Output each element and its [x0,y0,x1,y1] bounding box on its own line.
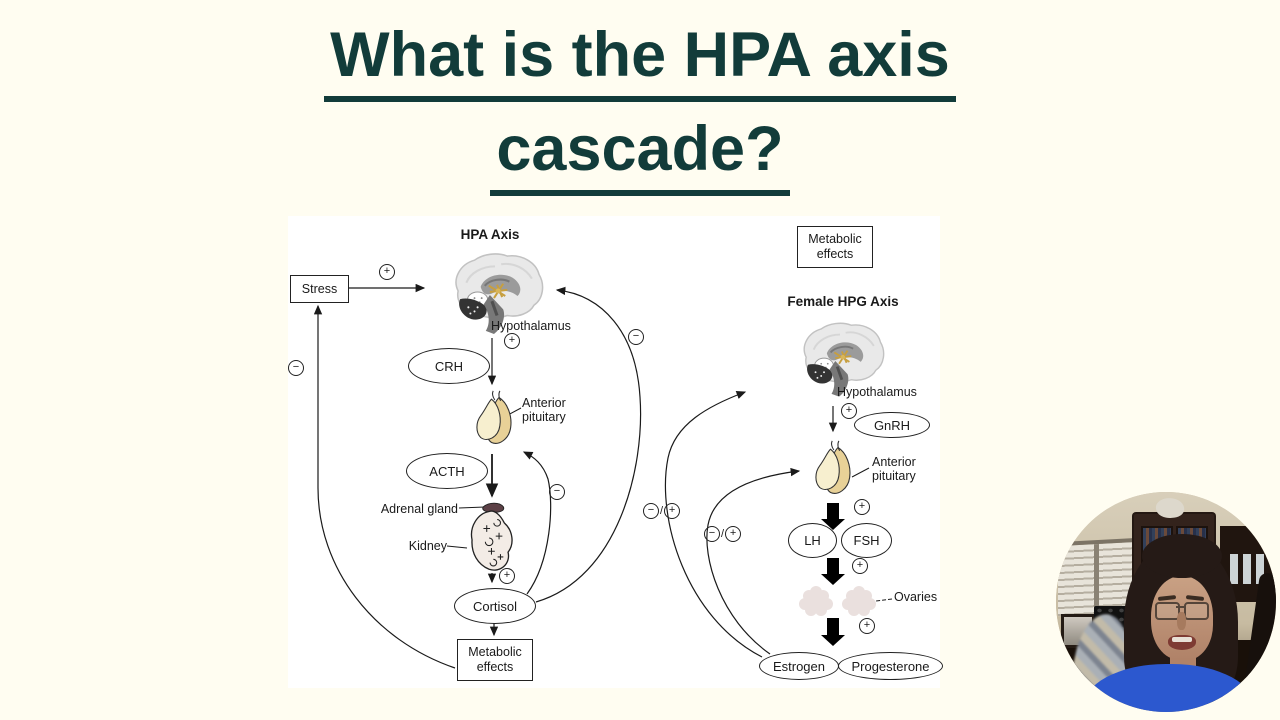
pituitary-illustration-hpa [476,390,512,444]
adrenal-gland-label: Adrenal gland [380,502,458,516]
plus-sign: + [504,333,520,349]
progesterone-ellipse: Progesterone [838,652,943,680]
presenter-mouth [1168,635,1196,650]
fsh-ellipse: FSH [841,523,892,558]
anterior-pituitary-label-hpg: Anterior pituitary [872,455,916,484]
plus-sign: + [499,568,515,584]
stress-box: Stress [290,275,349,303]
plus-sign: + [852,558,868,574]
crh-ellipse: CRH [408,348,490,384]
ovaries-illustration [799,586,876,616]
diagram-artwork-layer [313,252,893,669]
minus-sign: − [643,503,659,519]
metabolic-line1: Metabolic [808,232,862,246]
presenter-webcam-bubble [1056,492,1276,712]
plus-sign: + [725,526,742,542]
hpa-axis-title: HPA Axis [460,227,520,242]
hpg-axis-title: Female HPG Axis [787,294,899,309]
slide-title-line-2: cascade? [0,116,1280,197]
ovaries-label: Ovaries [894,590,938,604]
slide-title-line-1: What is the HPA axis [0,22,1280,103]
slide-title-text-1: What is the HPA axis [324,22,956,103]
slide-title: What is the HPA axis cascade? [0,22,1280,210]
plus-sign: + [859,618,875,634]
anterior-pituitary-line2: pituitary [522,410,566,425]
thick-arrows [821,503,845,646]
plus-sign: + [854,499,870,515]
kidney-label: Kidney [408,539,447,553]
plus-sign: + [841,403,857,419]
metabolic-line1: Metabolic [468,645,522,659]
kidney-illustration [470,502,513,571]
pituitary-illustration-hpg [815,440,851,494]
metabolic-line2: effects [476,660,514,674]
anterior-pituitary-label-hpa: Anterior pituitary [522,396,566,425]
plus-sign: + [379,264,395,280]
slide-title-text-2: cascade? [490,116,790,197]
slash: / [721,528,725,540]
arrow-layer [313,283,838,669]
plus-sign: + [664,503,681,519]
acth-ellipse: ACTH [406,453,488,489]
glasses-lens [1184,602,1209,620]
slash: / [660,505,664,517]
cortisol-ellipse: Cortisol [454,588,536,624]
presenter-teeth [1172,637,1192,642]
metabolic-effects-box-hpa: Metabolic effects [457,639,533,681]
glasses-lens [1155,602,1180,620]
anterior-pituitary-line2: pituitary [872,469,916,484]
glasses-bridge [1176,606,1185,608]
metabolic-line2: effects [816,247,854,261]
estrogen-ellipse: Estrogen [759,652,839,680]
anterior-pituitary-line1: Anterior [522,396,566,410]
metabolic-effects-box-hpg: Metabolic effects [797,226,873,268]
hpa-hpg-diagram: HPA Axis Stress + Hypothalamus + CRH Ant… [288,216,943,688]
hypothalamus-label-hpg: Hypothalamus [837,385,917,399]
minus-sign: − [549,484,565,500]
minus-sign: − [704,526,720,542]
anterior-pituitary-line1: Anterior [872,455,916,469]
minus-plus-feedback-label: − / + [643,503,681,519]
presenter-nose [1177,612,1186,630]
hypothalamus-label-hpa: Hypothalamus [491,319,571,333]
minus-sign: − [628,329,644,345]
minus-plus-feedback-label: − / + [704,526,742,542]
gnrh-ellipse: GnRH [854,412,930,438]
window-divider [1094,543,1099,615]
minus-sign: − [288,360,304,376]
presenter-hair-fringe [1142,534,1222,578]
lh-ellipse: LH [788,523,837,558]
